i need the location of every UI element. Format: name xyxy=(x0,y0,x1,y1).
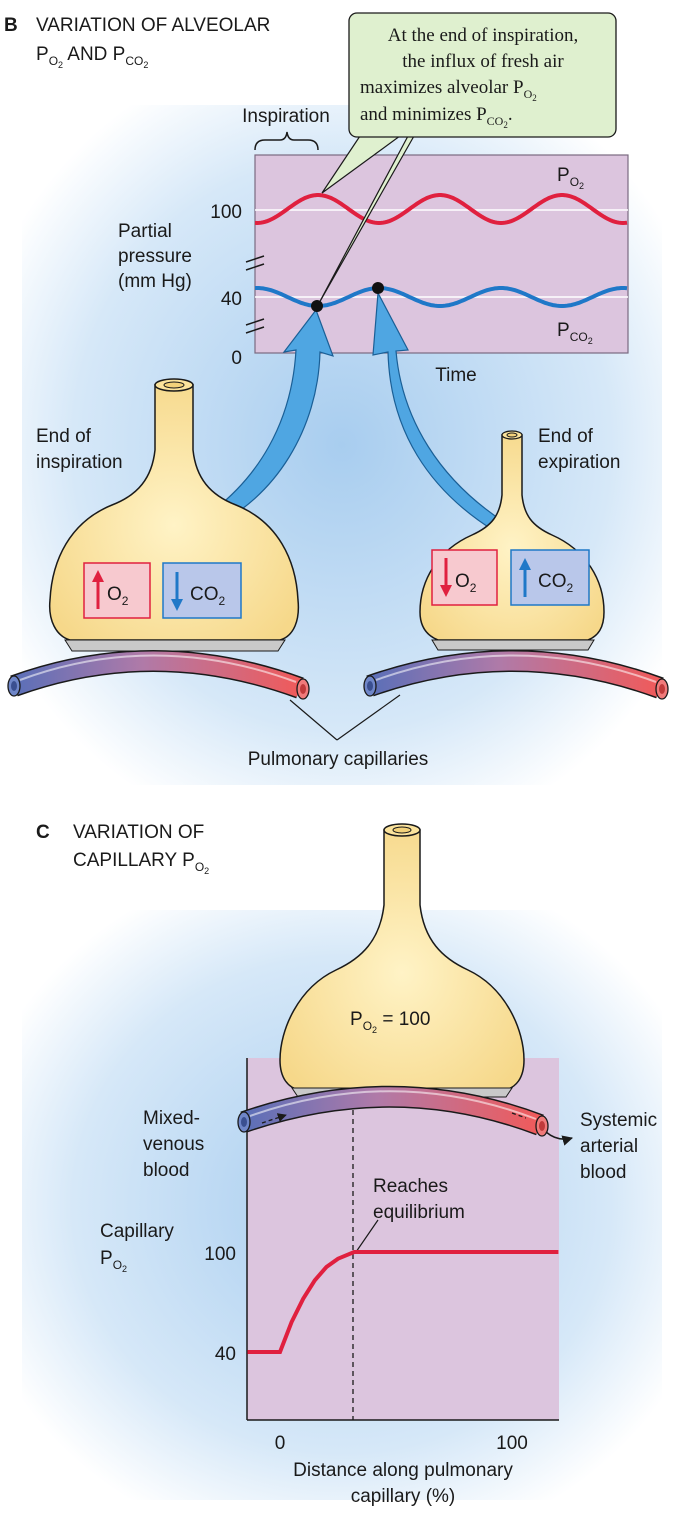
label-end-of-inspiration-2: inspiration xyxy=(36,452,123,473)
left-capillary xyxy=(7,650,310,700)
panel-c-xtick-100: 100 xyxy=(496,1433,528,1454)
label-blood: blood xyxy=(143,1160,190,1181)
po2-wave xyxy=(254,193,628,226)
series-label-pco2: PCO2 xyxy=(557,320,593,346)
panel-c-alveolus-label: PO2 = 100 xyxy=(350,1009,430,1035)
panel-b-letter: B xyxy=(4,15,18,36)
label-mixed: Mixed- xyxy=(143,1108,200,1129)
left-o2-label: O2 xyxy=(107,584,129,608)
arrow-up-red-icon xyxy=(92,570,104,609)
callout-line4: and minimizes PCO2. xyxy=(360,104,513,130)
axis-break-marks xyxy=(245,255,265,334)
panel-b-title-line1: VARIATION OF ALVEOLAR xyxy=(36,15,270,36)
panel-c-title-line1: VARIATION OF xyxy=(73,822,204,843)
point-end-inspiration xyxy=(311,300,323,312)
capillary-po2-line xyxy=(247,1250,559,1354)
panel-c-ytick-40: 40 xyxy=(215,1344,236,1365)
label-end-of-expiration-2: expiration xyxy=(538,452,620,473)
right-co2-label: CO2 xyxy=(538,571,574,595)
panel-c-xlabel-line1: Distance along pulmonary xyxy=(293,1460,513,1481)
panel-c-ylabel-line1: Capillary xyxy=(100,1221,174,1242)
label-venous: venous xyxy=(143,1134,204,1155)
panel-b-title-line2: PO2 AND PCO2 xyxy=(36,44,148,70)
ylabel-partial: Partial xyxy=(118,221,172,242)
label-reaches: Reaches xyxy=(373,1176,448,1197)
panel-c-xtick-0: 0 xyxy=(275,1433,286,1454)
series-label-po2: PO2 xyxy=(557,165,584,191)
label-equilibrium: equilibrium xyxy=(373,1202,465,1223)
panel-c-xlabel-line2: capillary (%) xyxy=(351,1486,456,1507)
systemic-flow-arrow xyxy=(545,1131,574,1146)
panel-c-ylabel-line2: PO2 xyxy=(100,1248,127,1274)
arrow-up-blue-icon xyxy=(519,558,531,597)
ytick-100: 100 xyxy=(210,202,242,223)
left-co2-label: CO2 xyxy=(190,584,226,608)
label-end-of-inspiration-1: End of xyxy=(36,426,92,447)
right-o2-box xyxy=(431,549,498,606)
right-o2-label: O2 xyxy=(455,571,477,595)
callout-line2: the influx of fresh air xyxy=(402,51,564,72)
panel-c-capillary xyxy=(237,1085,549,1137)
left-o2-box xyxy=(83,562,151,619)
ytick-40: 40 xyxy=(221,289,242,310)
xlabel-time: Time xyxy=(435,365,477,386)
arrow-down-blue-icon xyxy=(171,572,183,611)
capillaries-leader-lines xyxy=(289,694,401,741)
arrow-down-red-icon xyxy=(440,558,452,597)
panel-c-letter: C xyxy=(36,822,50,843)
label-pulmonary-capillaries: Pulmonary capillaries xyxy=(248,749,429,770)
ytick-0: 0 xyxy=(231,348,242,369)
inspiration-label: Inspiration xyxy=(242,106,330,127)
panel-c-title-line2: CAPILLARY PO2 xyxy=(73,850,209,876)
ylabel-mmhg: (mm Hg) xyxy=(118,271,192,292)
callout-line1: At the end of inspiration, xyxy=(388,25,579,46)
label-arterial-blood: blood xyxy=(580,1162,627,1183)
label-systemic: Systemic xyxy=(580,1110,657,1131)
right-capillary xyxy=(363,650,669,700)
callout-line3: maximizes alveolar PO2 xyxy=(360,77,537,103)
label-end-of-expiration-1: End of xyxy=(538,426,594,447)
equilibrium-leader xyxy=(355,1219,379,1253)
ylabel-pressure: pressure xyxy=(118,246,192,267)
inspiration-brace xyxy=(254,131,319,151)
panel-c-ytick-100: 100 xyxy=(204,1244,236,1265)
callout-box xyxy=(348,12,617,138)
arrow-to-inspiration-point xyxy=(198,308,334,529)
point-end-expiration xyxy=(372,282,384,294)
label-arterial: arterial xyxy=(580,1136,638,1157)
